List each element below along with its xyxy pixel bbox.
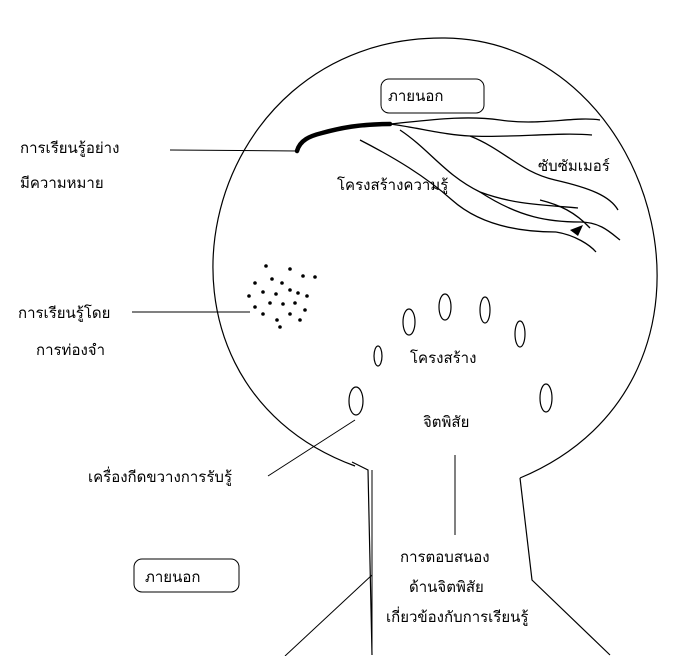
knowledge-branch-1 (390, 118, 600, 124)
neck-left-line (352, 462, 372, 655)
knowledge-branch-8 (540, 200, 590, 228)
shoulder-left-line (285, 575, 372, 656)
perception-barrier-label: เครื่องกีดขวางการรับรู้ (88, 466, 232, 486)
thick-knowledge-root (297, 124, 390, 151)
structure-label: โครงสร้าง (410, 349, 476, 367)
rote-memory-dots (247, 264, 317, 329)
knowledge-branch-7 (556, 232, 596, 252)
meaningful-learning-label-2: มีความหมาย (20, 174, 104, 192)
knowledge-node (570, 225, 583, 236)
rote-learning-label-1: การเรียนรู้โดย (18, 304, 110, 322)
outside-label-bottom: ภายนอก (145, 568, 200, 586)
meaningful-learning-pointer (170, 150, 298, 151)
rote-learning-label-2: การท่องจำ (36, 341, 105, 359)
knowledge-branch-5 (480, 192, 620, 240)
response-label-1: การตอบสนอง (400, 548, 490, 566)
subsumer-label: ซับซัมเมอร์ (538, 157, 610, 175)
mental-label: จิตพิสัย (423, 413, 470, 431)
response-label-3: เกี่ยวข้องกับการเรียนรู้ (386, 606, 528, 626)
neck-right-line (520, 478, 610, 655)
response-label-2: ด้านจิตพิสัย (409, 578, 484, 596)
knowledge-structure-label: โครงสร้างความรู้ (337, 176, 448, 194)
meaningful-learning-label-1: การเรียนรู้อย่าง (20, 139, 119, 157)
outside-label-top: ภายนอก (388, 87, 443, 105)
perception-barrier-pointer (268, 420, 355, 476)
knowledge-branch-2 (390, 124, 592, 136)
